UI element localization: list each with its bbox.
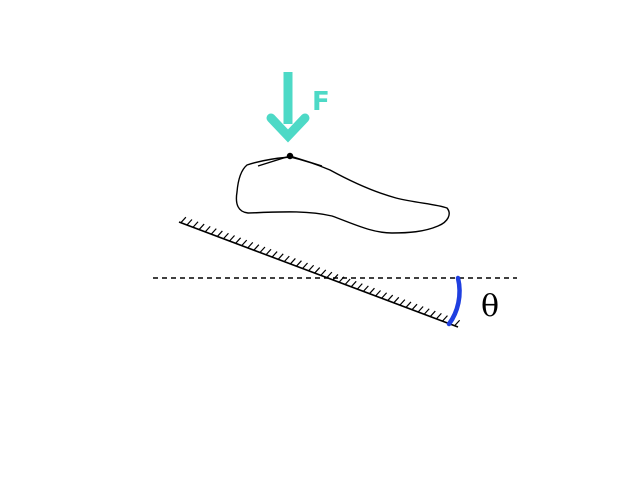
- force-application-point: [286, 152, 294, 160]
- hatch-mark: [308, 264, 315, 272]
- hatch-mark: [198, 223, 205, 230]
- hatch-mark: [381, 292, 388, 299]
- hatch-mark: [435, 312, 442, 320]
- hatch-mark: [271, 251, 278, 258]
- incline-surface: [178, 221, 459, 328]
- hatch-mark: [302, 262, 308, 269]
- hatch-mark: [350, 280, 357, 288]
- hatch-mark: [259, 246, 266, 253]
- hatch-mark: [210, 228, 217, 235]
- angle-arc: [446, 275, 462, 327]
- force-arrow-head: [266, 113, 310, 143]
- hatch-mark: [289, 258, 296, 265]
- hatch-mark: [314, 267, 321, 274]
- hatch-mark: [393, 296, 400, 304]
- hatch-mark: [411, 303, 418, 311]
- force-label: F: [312, 87, 330, 117]
- hatch-mark: [192, 221, 199, 228]
- hatch-mark: [405, 301, 412, 308]
- angle-label: θ: [481, 289, 499, 324]
- foot-outline: [235, 156, 450, 234]
- hatch-mark: [265, 248, 272, 256]
- hatch-mark: [423, 308, 430, 315]
- hatch-mark: [375, 290, 381, 297]
- force-arrow: [266, 72, 310, 143]
- hatch-mark: [369, 287, 375, 295]
- hatch-mark: [235, 237, 242, 244]
- hatch-mark: [186, 219, 193, 226]
- hatch-mark: [429, 310, 436, 317]
- hatch-mark: [253, 244, 260, 251]
- hatch-mark: [362, 285, 369, 292]
- hatch-mark: [417, 306, 424, 313]
- hatch-mark: [296, 260, 302, 267]
- hatch-mark: [332, 274, 339, 281]
- hatch-mark: [454, 319, 461, 327]
- foot-shape: [235, 155, 450, 234]
- hatch-mark: [247, 241, 254, 249]
- hatch-mark: [277, 253, 284, 260]
- hatch-mark: [399, 299, 406, 306]
- hatch-mark: [204, 225, 211, 233]
- hatch-mark: [442, 315, 448, 322]
- hatch-mark: [320, 269, 327, 276]
- hatch-mark: [387, 294, 394, 301]
- hatch-mark: [223, 232, 229, 240]
- incline-hatching: [180, 216, 461, 327]
- hatch-mark: [283, 255, 290, 263]
- hatch-mark: [216, 230, 223, 237]
- hatch-mark: [326, 271, 333, 279]
- hatch-mark: [344, 278, 351, 285]
- hatch-mark: [356, 283, 363, 290]
- hatch-mark: [229, 235, 235, 242]
- hatch-mark: [241, 239, 248, 247]
- hatch-mark: [180, 216, 187, 224]
